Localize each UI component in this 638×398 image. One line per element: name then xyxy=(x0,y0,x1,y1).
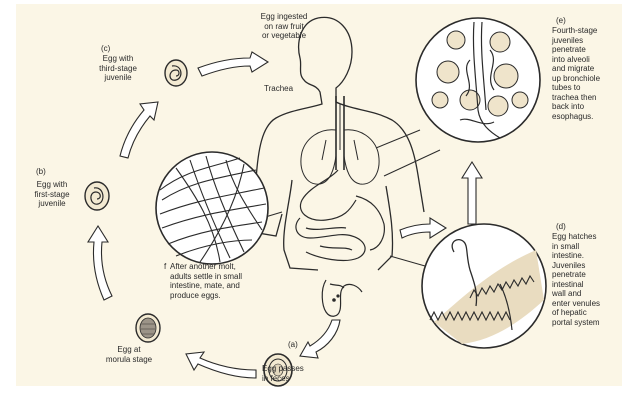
label-egg-passes: Egg passes in feces xyxy=(262,364,328,383)
egg-first-stage-juvenile xyxy=(85,182,109,210)
arrow-g-to-a xyxy=(186,352,256,378)
arrow-a-to-b xyxy=(88,226,112,300)
label-egg-ingested: Egg ingested on raw fruit or vegetable xyxy=(248,12,320,41)
digestive-system xyxy=(296,170,384,260)
arrow-to-intestine xyxy=(400,218,446,238)
label-first-stage: Egg with first-stage juvenile xyxy=(24,180,80,209)
arrow-b-to-c xyxy=(120,102,158,158)
label-egg-hatches: Egg hatches in small intestine. Juvenile… xyxy=(552,232,622,327)
label-c-letter: (c) xyxy=(101,44,110,53)
intestinal-wall-circle xyxy=(422,224,546,348)
label-d-letter: (d) xyxy=(556,222,566,231)
arrow-d-to-e xyxy=(462,162,482,224)
label-f-letter: f xyxy=(164,262,166,271)
label-feces-letter: (a) xyxy=(288,340,298,349)
label-e-letter: (e) xyxy=(556,16,566,25)
human-body-outline xyxy=(252,17,424,270)
label-adults-settle: After another molt, adults settle in sma… xyxy=(170,262,270,300)
label-fourth-stage: Fourth-stage juveniles penetrate into al… xyxy=(552,26,622,121)
egg-morula-stage xyxy=(136,314,160,342)
feces-illustration xyxy=(322,280,362,316)
adult-worms-circle xyxy=(156,152,268,264)
label-third-stage: Egg with third-stage juvenile xyxy=(88,54,148,83)
label-morula-stage: Egg at morula stage xyxy=(94,345,164,364)
respiratory-system xyxy=(301,96,379,184)
arrow-c-to-ingested xyxy=(198,52,268,76)
label-b-letter: (b) xyxy=(36,167,46,176)
arrow-feces-to-egg xyxy=(300,320,340,358)
lung-alveoli-circle xyxy=(416,18,540,142)
egg-third-stage-juvenile xyxy=(165,60,187,86)
label-trachea: Trachea xyxy=(264,84,293,94)
